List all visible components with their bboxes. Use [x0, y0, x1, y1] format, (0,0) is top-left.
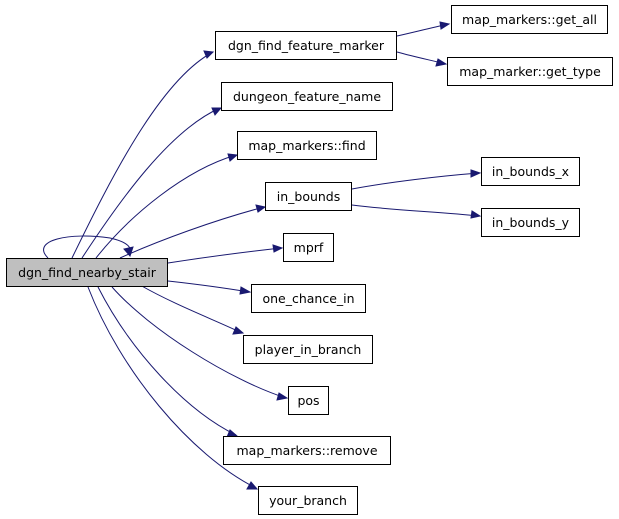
arrowhead-get-type	[435, 58, 448, 67]
arrowhead-in-bounds	[255, 204, 267, 213]
edge-root-to-map-markers-find	[95, 154, 237, 259]
edge-root-to-mprf	[167, 247, 282, 264]
node-in-bounds-y[interactable]: in_bounds_y	[481, 208, 580, 237]
arrowhead-pos	[276, 392, 289, 401]
node-map-marker-get-type[interactable]: map_marker::get_type	[447, 57, 613, 86]
node-in-bounds[interactable]: in_bounds	[265, 182, 352, 211]
node-dgn-find-feature-marker[interactable]: dgn_find_feature_marker	[215, 31, 397, 60]
edge-root-to-one-chance-in	[167, 280, 250, 293]
node-player-in-branch[interactable]: player_in_branch	[243, 335, 373, 364]
edge-in-bounds-to-in-bounds-x	[351, 172, 480, 190]
arrowhead-in-bounds-x	[470, 169, 482, 178]
node-mprf[interactable]: mprf	[283, 233, 334, 262]
arrowhead-player-in-branch	[232, 326, 245, 335]
node-dgn-find-nearby-stair[interactable]: dgn_find_nearby_stair	[6, 258, 168, 287]
arrowhead-dgn-find-feature-marker	[203, 50, 215, 59]
node-map-markers-remove[interactable]: map_markers::remove	[223, 436, 391, 465]
node-your-branch[interactable]: your_branch	[258, 486, 358, 515]
arrowhead-dungeon-feature-name	[211, 107, 223, 116]
edge-root-to-pos	[111, 286, 287, 399]
edge-in-bounds-to-in-bounds-y	[351, 204, 480, 217]
node-pos[interactable]: pos	[288, 386, 329, 415]
edge-root-to-your-branch	[87, 286, 257, 489]
node-map-markers-find[interactable]: map_markers::find	[237, 131, 377, 160]
arrowhead-one-chance-in	[239, 286, 252, 295]
edge-root-to-dgn-find-feature-marker	[71, 51, 214, 259]
node-map-markers-get-all[interactable]: map_markers::get_all	[451, 5, 608, 34]
arrowhead-map-markers-find	[227, 153, 239, 162]
edge-root-to-in-bounds	[119, 206, 265, 259]
edge-root-to-map-markers-remove	[97, 286, 237, 436]
edge-root-to-player-in-branch	[139, 284, 243, 334]
arrowhead-in-bounds-y	[470, 210, 482, 219]
node-in-bounds-x[interactable]: in_bounds_x	[481, 157, 580, 186]
node-one-chance-in[interactable]: one_chance_in	[251, 284, 366, 313]
edge-self-loop	[43, 235, 131, 259]
node-dungeon-feature-name[interactable]: dungeon_feature_name	[221, 82, 393, 111]
arrowhead-mprf	[272, 244, 284, 253]
arrowhead-get-all	[439, 21, 451, 30]
arrowhead-your-branch	[246, 481, 259, 490]
edge-root-to-dungeon-feature-name	[81, 107, 221, 259]
